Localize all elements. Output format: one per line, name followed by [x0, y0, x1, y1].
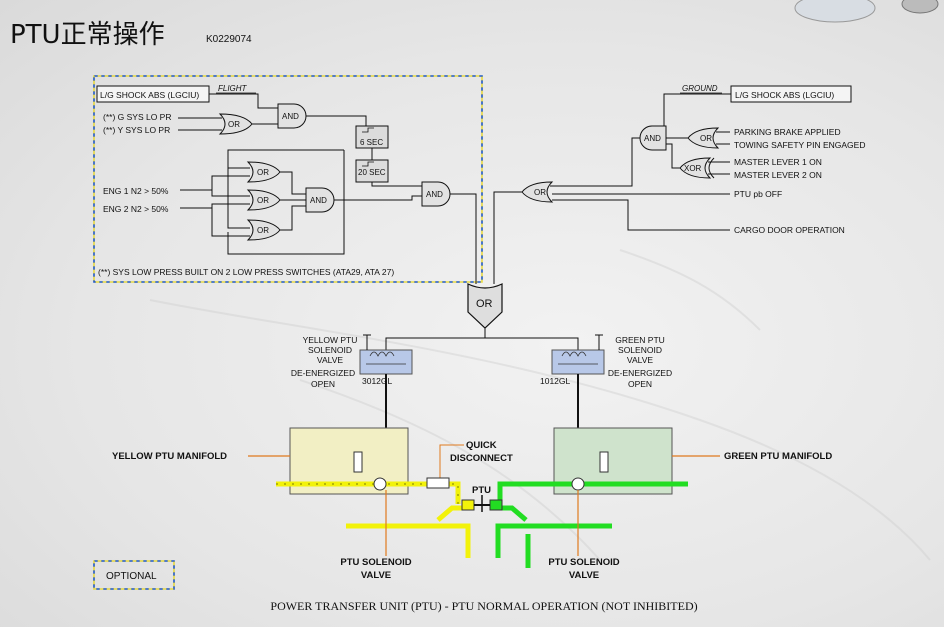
ground-label: GROUND	[682, 84, 718, 93]
corner-logo	[794, 0, 939, 23]
green-valve-l4: DE-ENERGIZED	[608, 368, 672, 378]
svg-text:OR: OR	[257, 226, 269, 235]
figure-caption: POWER TRANSFER UNIT (PTU) - PTU NORMAL O…	[270, 599, 697, 613]
ptu-solenoid-right-l2: VALVE	[569, 570, 599, 581]
optional-legend-box	[93, 560, 175, 590]
timer-20sec-label: 20 SEC	[358, 168, 386, 177]
optional-legend-label: OPTIONAL	[106, 571, 157, 582]
yellow-valve-l1: YELLOW PTU	[303, 335, 358, 345]
svg-text:AND: AND	[282, 112, 299, 121]
lgciu-label-left: L/G SHOCK ABS (LGCIU)	[100, 90, 199, 100]
or-gate-sys: OR	[218, 113, 253, 135]
yellow-valve-l2: SOLENOID	[308, 345, 352, 355]
and-gate-eng: AND	[305, 187, 335, 213]
svg-text:OR: OR	[228, 120, 240, 129]
svg-text:AND: AND	[426, 190, 443, 199]
svg-text:OR: OR	[257, 168, 269, 177]
or-gate-right: OR	[521, 181, 554, 203]
eng2-label: ENG 2 N2 > 50%	[103, 204, 169, 214]
green-valve-l2: SOLENOID	[618, 345, 662, 355]
green-hydraulic-lines	[492, 481, 688, 568]
timer-6sec-label: 6 SEC	[360, 138, 383, 147]
yellow-valve-l4: DE-ENERGIZED	[291, 368, 355, 378]
parking-label: PARKING BRAKE APPLIED	[734, 127, 841, 137]
eng1-label: ENG 1 N2 > 50%	[103, 186, 169, 196]
wire	[209, 93, 278, 109]
or-gate-eng-3: OR	[246, 219, 281, 241]
master-lever1-label: MASTER LEVER 1 ON	[734, 157, 822, 167]
or-gate-eng-2: OR	[246, 189, 281, 211]
ptu-solenoid-left-l2: VALVE	[361, 570, 391, 581]
yellow-valve-id: 3012GL	[362, 376, 393, 386]
svg-text:AND: AND	[310, 196, 327, 205]
aircraft-silhouette	[149, 249, 931, 561]
lgciu-label-right: L/G SHOCK ABS (LGCIU)	[735, 90, 834, 100]
green-valve-l1: GREEN PTU	[615, 335, 665, 345]
and-gate-combine: AND	[421, 181, 451, 207]
ptu-unit	[461, 495, 503, 512]
yellow-manifold-label: YELLOW PTU MANIFOLD	[112, 451, 227, 462]
towing-label: TOWING SAFETY PIN ENGAGED	[734, 140, 865, 150]
svg-text:OR: OR	[534, 188, 546, 197]
yellow-valve-l3: VALVE	[317, 355, 343, 365]
g-sys-label: (**) G SYS LO PR	[103, 112, 172, 122]
ptu-solenoid-right-l1: PTU SOLENOID	[548, 557, 619, 568]
master-lever2-label: MASTER LEVER 2 ON	[734, 170, 822, 180]
green-valve-id: 1012GL	[540, 376, 571, 386]
green-valve-l5: OPEN	[628, 379, 652, 389]
svg-text:OR: OR	[476, 298, 493, 310]
svg-text:XOR: XOR	[684, 164, 702, 173]
green-manifold-label: GREEN PTU MANIFOLD	[724, 451, 832, 462]
and-gate-ground: AND	[639, 125, 667, 151]
svg-text:OR: OR	[257, 196, 269, 205]
svg-text:OR: OR	[700, 134, 712, 143]
doc-code: K0229074	[206, 34, 252, 45]
cargo-label: CARGO DOOR OPERATION	[734, 225, 845, 235]
yellow-valve-l5: OPEN	[311, 379, 335, 389]
footnote: (**) SYS LOW PRESS BUILT ON 2 LOW PRESS …	[98, 267, 394, 277]
yellow-solenoid-valve	[359, 349, 413, 375]
or-gate-parking: OR	[687, 127, 720, 149]
page-title: PTU正常操作	[10, 20, 165, 50]
ptu-solenoid-left-l1: PTU SOLENOID	[340, 557, 411, 568]
or-gate-eng-1: OR	[246, 161, 281, 183]
and-gate-flight: AND	[277, 103, 307, 129]
svg-text:AND: AND	[644, 134, 661, 143]
green-valve-l3: VALVE	[627, 355, 653, 365]
y-sys-label: (**) Y SYS LO PR	[103, 125, 170, 135]
ptu-label: PTU	[472, 485, 491, 496]
xor-gate: XOR	[679, 157, 715, 179]
or-gate-main: OR	[467, 283, 503, 329]
quick-disconnect-l1: QUICK	[466, 440, 497, 451]
quick-disconnect-l2: DISCONNECT	[450, 453, 513, 464]
green-solenoid-valve	[551, 349, 605, 375]
flight-label: FLIGHT	[218, 84, 248, 93]
ptu-pb-label: PTU pb OFF	[734, 189, 782, 199]
